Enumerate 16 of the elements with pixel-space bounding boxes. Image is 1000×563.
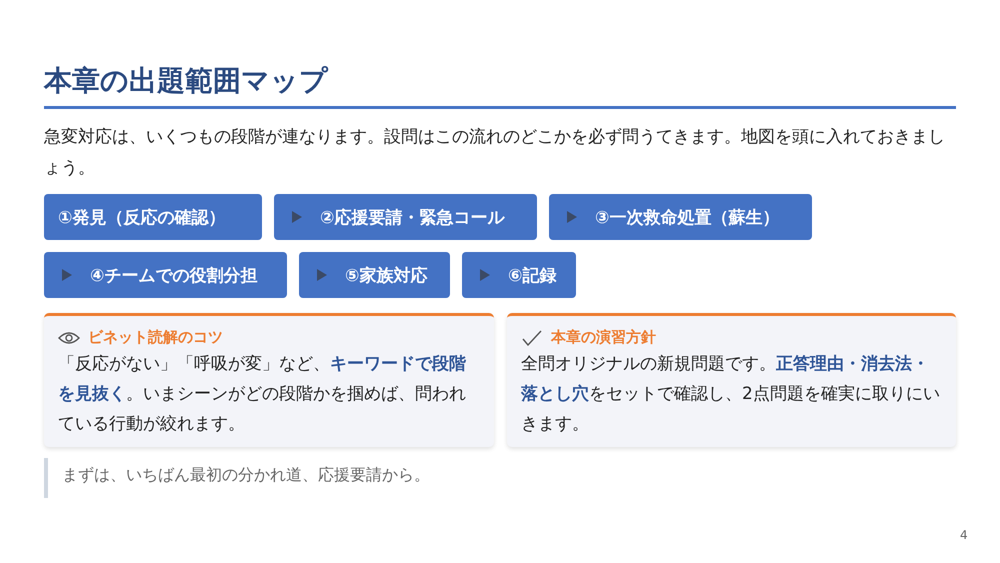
card-heading: ビネット読解のコツ [88, 328, 223, 347]
page-number: 4 [960, 528, 968, 542]
quote-text: まずは、いちばん最初の分かれ道、応援要請から。 [62, 465, 430, 486]
step-button: ②応援要請・緊急コール [274, 194, 537, 240]
step-button: ①発見（反応の確認） [44, 194, 262, 240]
card-heading: 本章の演習方針 [551, 328, 656, 347]
card-text: 全問オリジナルの新規問題です。正答理由・消去法・落とし穴をセットで確認し、2点問題を確実に取りにいきます。 [521, 353, 941, 436]
step-button: ③一次救命処置（蘇生） [549, 194, 812, 240]
info-card [507, 313, 956, 447]
info-card [44, 313, 494, 447]
step-button: ⑤家族対応 [299, 252, 450, 298]
step-button: ⑥記録 [462, 252, 576, 298]
intro-text: 急変対応は、いくつもの段階が連なります。設問はこの流れのどこかを必ず問うてきます。地図を頭に入れておきましょう。 [44, 126, 946, 180]
card-text: 「反応がない」「呼吸が変」など、キーワードで段階を見抜く。いまシーンがどの段階かを掴めば、問われている行動が絞れます。 [58, 353, 467, 436]
step-button: ④チームでの役割分担 [44, 252, 287, 298]
page-title: 本章の出題範囲マップ [44, 63, 328, 99]
